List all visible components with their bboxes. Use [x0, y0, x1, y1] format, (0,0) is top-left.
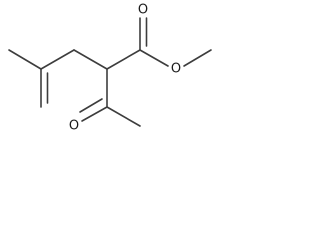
atom-ester-oxygen: O [171, 62, 181, 77]
bond-ester-o-methyl [183, 49, 212, 67]
bond-alkene-methyl [8, 49, 42, 70]
bond-ch2-alpha [73, 49, 108, 70]
bond-ketone-carbonyl-a [81, 106, 108, 122]
bond-ester-c-o [139, 49, 169, 67]
structure-diagram: O O O [0, 0, 216, 138]
molecule-drawing: O O O [8, 3, 212, 134]
bond-alpha-ester-carbon [106, 49, 141, 70]
bond-ketone-methyl [106, 106, 141, 127]
bond-alkene-ch2 [40, 49, 75, 70]
atom-ketone-oxygen: O [69, 119, 79, 134]
atom-ester-carbonyl-oxygen: O [138, 3, 148, 18]
bond-ketone-carbonyl-b [79, 98, 103, 113]
